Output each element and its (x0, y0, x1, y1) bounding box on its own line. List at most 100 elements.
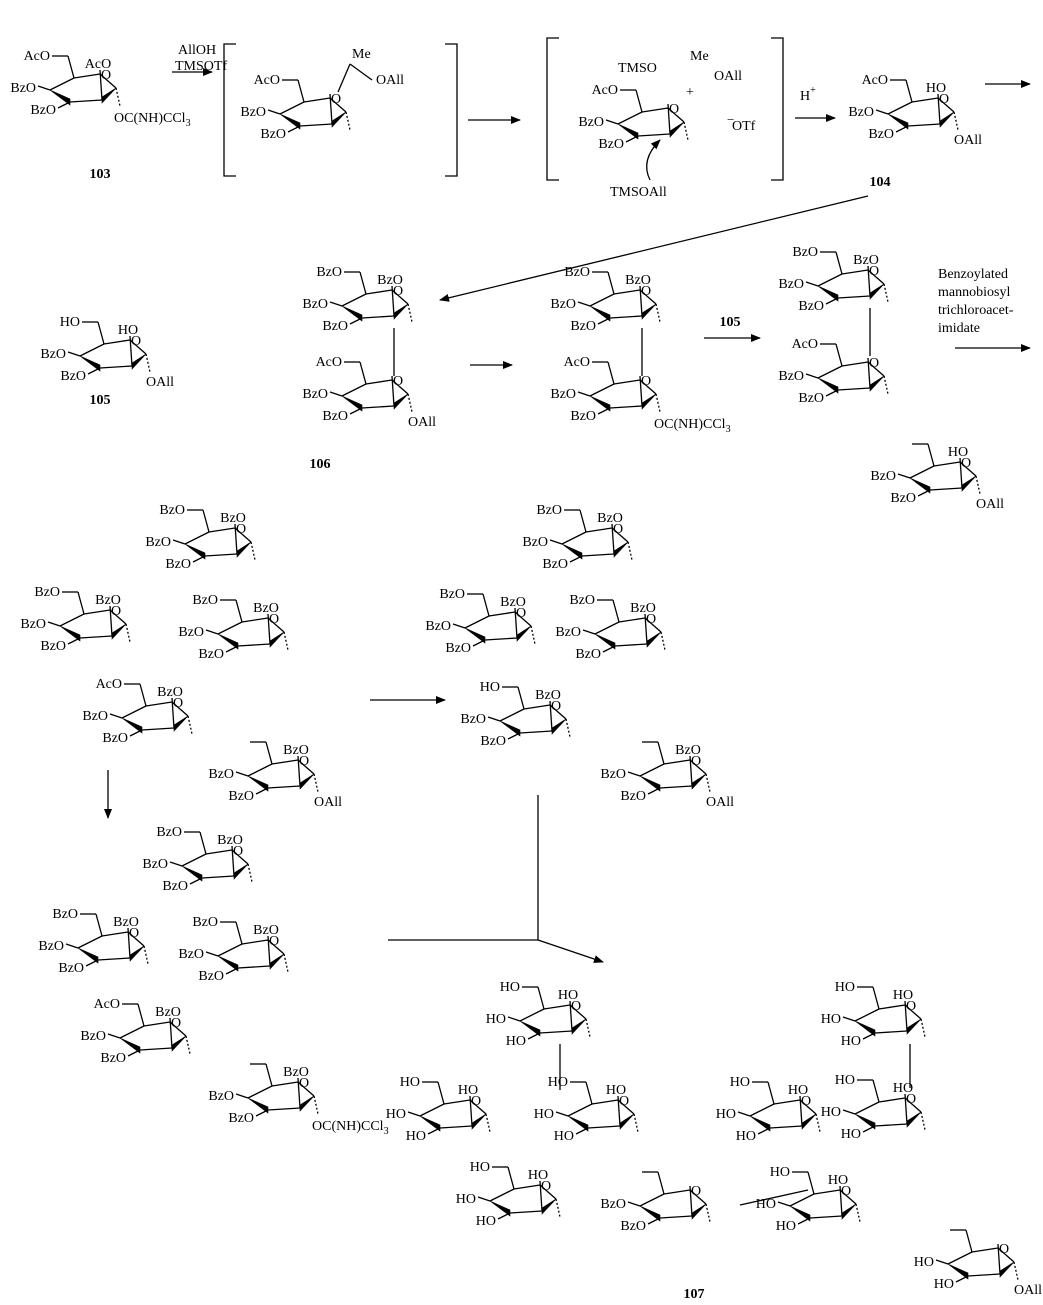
c6-substituent: AcO (592, 83, 618, 98)
c5-bond (607, 271, 615, 295)
ring-bond (867, 361, 885, 377)
c2-bond (297, 1077, 301, 1109)
compound-107-unit-7 (842, 986, 926, 1040)
c4-bond (577, 391, 591, 397)
anomeric-bond (407, 393, 413, 413)
c5-bond (517, 686, 525, 710)
c4-bond (507, 1016, 521, 1022)
c2-bond (549, 700, 553, 732)
c5-bond (612, 599, 620, 623)
ring-bond (639, 379, 657, 395)
ring-bold-bond (204, 553, 238, 557)
c3-bond (602, 645, 616, 653)
allyl-glycoside: OAll (706, 795, 734, 810)
ring-bond (391, 379, 409, 395)
ring-wedge (299, 773, 315, 790)
ring-bond (878, 1097, 906, 1103)
c2-substituent: BzO (155, 1005, 181, 1020)
compound-label-104: 104 (870, 175, 891, 190)
c2-substituent: BzO (377, 273, 403, 288)
ring-wedge (393, 393, 409, 410)
anomeric-bond (407, 303, 413, 323)
c4-substituent: BzO (82, 709, 108, 724)
c3-substituent: BzO (322, 319, 348, 334)
ring-bond (611, 527, 629, 543)
c2-substituent: HO (528, 1168, 548, 1183)
ring-oxygen: O (393, 374, 403, 389)
ring-oxygen: O (541, 1179, 551, 1194)
c3-substituent: BzO (445, 641, 471, 656)
c2-substituent: BzO (253, 601, 279, 616)
ring-bond (841, 361, 869, 367)
c4-substituent: BzO (145, 535, 171, 550)
c3-bond (825, 297, 839, 305)
c3-substituent: BzO (570, 319, 596, 334)
pentasaccharide-b-unit-3 (582, 599, 666, 653)
ring-oxygen: O (111, 604, 121, 619)
c4-bond (875, 109, 889, 115)
donor-name-3: trichloroacet- (938, 303, 1014, 318)
ring-oxygen: O (641, 284, 651, 299)
anomeric-bond (185, 1035, 191, 1055)
c2-bond (234, 523, 238, 555)
c6-substituent: HO (548, 1075, 568, 1090)
compound-107-unit-8 (842, 1079, 926, 1133)
reagent-tmsotf: TMSOTf (175, 59, 227, 74)
ring-bond (271, 1081, 299, 1087)
c2-bond (689, 755, 693, 787)
c2-bond (689, 1185, 693, 1217)
ring-bond (641, 107, 669, 113)
c3-bond (192, 555, 206, 563)
c4-bond (267, 109, 281, 115)
ring-bond (49, 77, 75, 91)
c4-substituent: BzO (578, 115, 604, 130)
ring-bold-bond (929, 487, 963, 491)
allyl-glycoside: OAll (976, 497, 1004, 512)
c3-bond (862, 1032, 876, 1040)
ring-wedge (269, 953, 285, 970)
c6-substituent: AcO (862, 73, 888, 88)
ring-bond (297, 759, 315, 775)
allyl-glycoside: OAll (314, 795, 342, 810)
c3-substituent: BzO (228, 1111, 254, 1126)
ring-wedge (669, 121, 685, 138)
ring-bold-bond (139, 1047, 173, 1051)
c3-bond (67, 637, 81, 645)
pentasaccharide-b-unit-4 (487, 686, 571, 740)
c3-bond (625, 135, 639, 143)
allyl-glycoside: OAll (408, 415, 436, 430)
c3-substituent: HO (841, 1034, 861, 1049)
c6-substituent: HO (835, 980, 855, 995)
ring-wedge (841, 1203, 857, 1220)
ring-oxygen: O (999, 1242, 1009, 1257)
c3-substituent: BzO (575, 647, 601, 662)
c5-bond (872, 1079, 880, 1103)
compound-107-unit-10 (935, 1229, 1019, 1283)
c6-substituent: BzO (569, 593, 595, 608)
ring-oxygen: O (101, 68, 111, 83)
c4-bond (67, 351, 81, 357)
trisaccharide-unit-3 (897, 443, 981, 497)
c2-substituent: HO (893, 988, 913, 1003)
c4-bond (897, 473, 911, 479)
c6-substituent: BzO (192, 915, 218, 930)
ring-oxygen: O (641, 374, 651, 389)
c2-substituent: BzO (500, 595, 526, 610)
pentasaccharide-imidate-unit-4 (107, 1003, 191, 1057)
c4-bond (627, 771, 641, 777)
ring-wedge (691, 773, 707, 790)
ring-bond (169, 1021, 187, 1037)
ring-bond (241, 939, 269, 945)
c2-bond (937, 93, 941, 125)
ring-bond (341, 383, 367, 397)
c2-bond (329, 93, 333, 125)
ring-bond (549, 704, 567, 720)
reagent-105: 105 (720, 315, 741, 330)
c6-substituent: AcO (94, 997, 120, 1012)
bracket-right (771, 37, 784, 181)
c3-bond (349, 407, 363, 415)
bracket-right (445, 43, 458, 177)
ring-bond (639, 1193, 665, 1207)
c4-substituent: BzO (40, 347, 66, 362)
